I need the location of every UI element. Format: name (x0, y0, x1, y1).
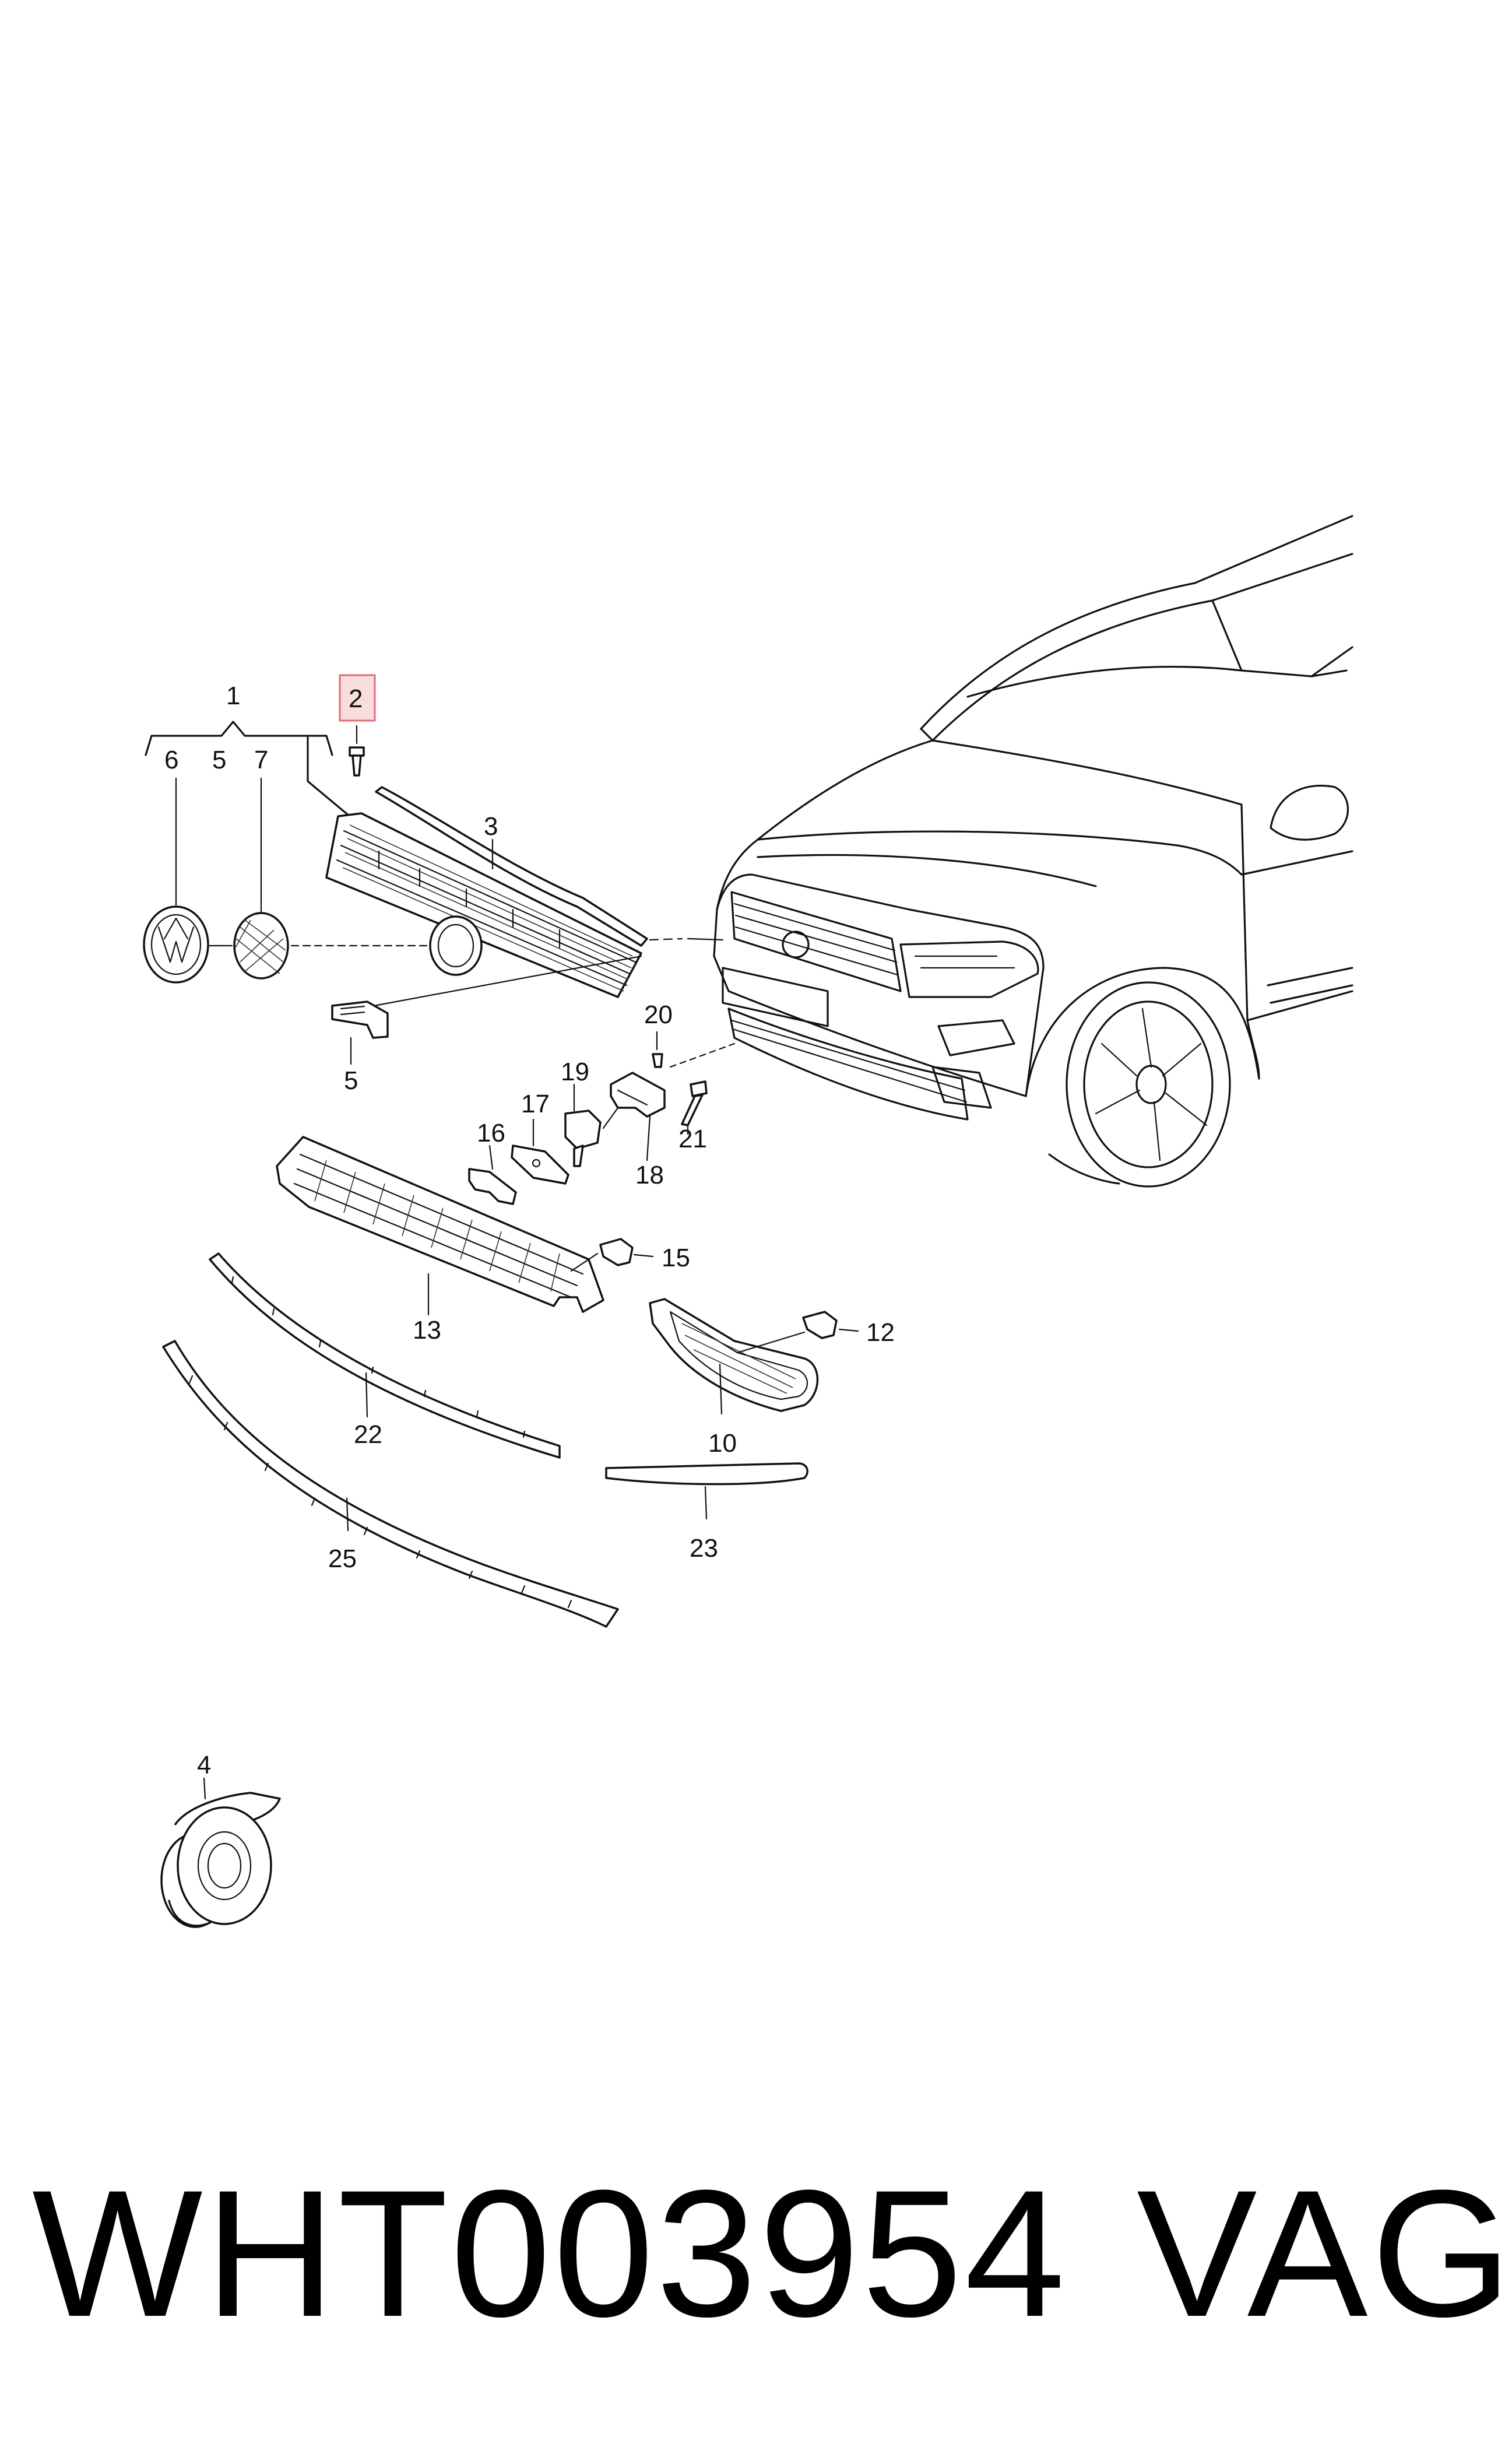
callout-16: 16 (477, 1119, 505, 1147)
callout-13: 13 (413, 1316, 441, 1344)
callout-20: 20 (644, 1000, 673, 1029)
callout-15: 15 (662, 1244, 690, 1272)
callout-2: 2 (349, 684, 363, 713)
clip-12-part (802, 1311, 859, 1339)
tape-roll-part (160, 1777, 281, 1928)
sensor-bracket-part (610, 1072, 666, 1161)
radiator-grille-part (325, 812, 642, 998)
clip-15-part (599, 1238, 654, 1266)
callout-18: 18 (635, 1161, 664, 1189)
assembly-bracket (145, 721, 351, 817)
callout-5-upper: 5 (212, 746, 226, 774)
trim-strip-22-part (209, 1252, 561, 1459)
small-screw-part (652, 1031, 736, 1068)
callout-23: 23 (690, 1534, 718, 1563)
car-illustration (713, 515, 1353, 1188)
callout-10: 10 (708, 1429, 737, 1458)
trim-strip-23-part (605, 1462, 808, 1520)
bracket-clip-part (331, 1000, 389, 1065)
callout-17: 17 (521, 1090, 550, 1118)
vw-emblem-part (143, 777, 209, 984)
callout-22: 22 (354, 1420, 382, 1449)
sensor-part (564, 1083, 619, 1167)
lower-grille-part (276, 1136, 604, 1316)
clip-part (468, 1145, 517, 1205)
parts (143, 725, 859, 1928)
brand-name: VAG (1137, 2152, 1512, 2354)
bolt-part (681, 1080, 708, 1135)
screw-part (349, 725, 365, 777)
callout-12: 12 (866, 1318, 895, 1347)
holder-part (511, 1118, 569, 1185)
highlight-box (339, 674, 376, 722)
callout-labels: 1 2 3 4 5 6 5 7 20 19 17 16 21 18 15 13 … (164, 674, 895, 1779)
callout-25: 25 (328, 1544, 357, 1573)
callout-7: 7 (254, 746, 268, 774)
callout-5-lower: 5 (344, 1066, 358, 1095)
footer: WHT003954 VAG (0, 2157, 1512, 2350)
mesh-emblem-part (208, 777, 435, 980)
trim-strip-25-part (162, 1340, 619, 1628)
trim-strip-part (375, 786, 648, 947)
callout-1: 1 (226, 682, 240, 710)
part-number: WHT003954 (32, 2152, 1068, 2354)
callout-6: 6 (164, 746, 178, 774)
callout-19: 19 (561, 1058, 589, 1086)
callout-3: 3 (484, 812, 498, 841)
side-grille-part (649, 1298, 819, 1415)
callout-4: 4 (197, 1751, 211, 1779)
callout-21: 21 (678, 1125, 707, 1153)
